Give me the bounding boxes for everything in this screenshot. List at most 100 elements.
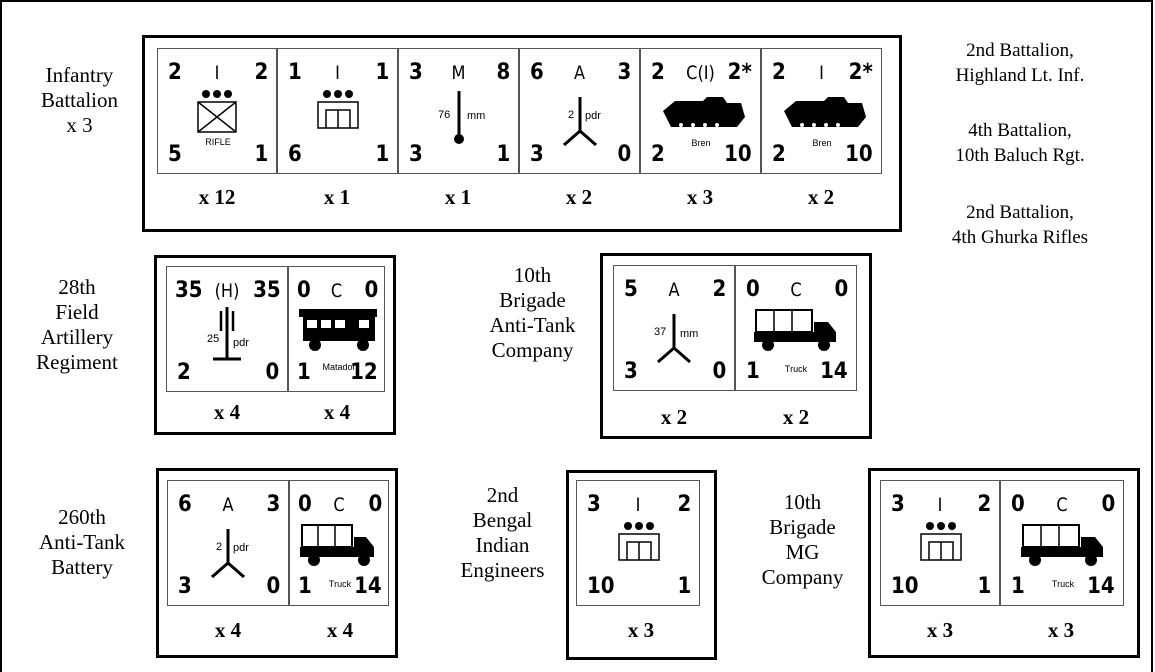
attack-value: 0 xyxy=(297,278,311,303)
bren-infantry-counter: 2 I 2* Bren 2 10 xyxy=(761,48,882,174)
hq-symbol-icon xyxy=(317,90,359,129)
attack-value: 0 xyxy=(298,492,312,517)
bren-carrier-icon xyxy=(784,97,866,127)
matador-counter: 0 C 0 Matador 1 12 xyxy=(288,266,385,392)
caliber-unit: pdr xyxy=(585,110,601,122)
caliber: 2 xyxy=(216,541,223,553)
rifle-counter: 2 I 2 RIFLE 5 1 xyxy=(157,48,277,174)
caliber: 76 xyxy=(438,109,451,121)
unit-caption: Truck xyxy=(1051,579,1075,589)
unit-type: M xyxy=(451,62,466,84)
steps-value: 1 xyxy=(1011,574,1025,599)
unit-type: C xyxy=(1056,494,1068,516)
unit-type: I xyxy=(937,494,943,516)
move-value: 14 xyxy=(354,574,382,599)
antitank-company-label: 10th Brigade Anti-Tank Company xyxy=(489,263,576,362)
engineers-label: 2nd Bengal Indian Engineers xyxy=(460,483,545,582)
truck-count: x 3 xyxy=(1047,618,1075,642)
move-value: 0 xyxy=(617,142,631,167)
truck-counter: 0 C 0 Truck 1 14 xyxy=(289,480,389,606)
matador-truck-icon xyxy=(299,309,377,351)
move-value: 1 xyxy=(496,142,510,167)
unit-caption: Matador xyxy=(322,362,356,372)
unit-caption: Bren xyxy=(812,138,832,148)
defense-value: 2 xyxy=(712,277,726,302)
steps-value: 10 xyxy=(891,574,919,599)
defense-value: 2* xyxy=(727,60,752,85)
attack-value: 6 xyxy=(530,60,544,85)
bren-infantry-count: x 2 xyxy=(807,185,835,209)
defense-value: 2 xyxy=(677,492,691,517)
at37-count: x 2 xyxy=(660,405,688,429)
truck-icon xyxy=(300,524,374,566)
move-value: 1 xyxy=(677,574,691,599)
field-gun-counter: 35 (H) 35 25 pdr 2 0 xyxy=(166,266,288,392)
battalion-label-2: 4th Battalion, 10th Baluch Rgt. xyxy=(955,120,1085,166)
at-gun-counter: 6 A 3 2 pdr 3 0 xyxy=(167,480,289,606)
defense-value: 0 xyxy=(364,278,378,303)
artillery-regiment-label: 28th Field Artillery Regiment xyxy=(36,275,118,374)
rifle-count: x 12 xyxy=(198,185,236,209)
unit-type: C xyxy=(333,494,345,516)
steps-value: 10 xyxy=(587,574,615,599)
unit-type: I xyxy=(214,62,220,84)
steps-value: 2 xyxy=(177,360,191,385)
antitank-battery-label: 260th Anti-Tank Battery xyxy=(38,505,125,579)
mg-counter: 3 I 2 10 1 xyxy=(880,480,1000,606)
defense-value: 3 xyxy=(617,60,631,85)
steps-value: 1 xyxy=(298,574,312,599)
unit-type: A xyxy=(222,494,234,516)
truck-count: x 2 xyxy=(782,405,810,429)
engineer-count: x 3 xyxy=(627,618,655,642)
unit-type: I xyxy=(635,494,641,516)
steps-value: 3 xyxy=(624,359,638,384)
mortar-count: x 1 xyxy=(444,185,472,209)
move-value: 14 xyxy=(1087,574,1115,599)
steps-value: 2 xyxy=(651,142,665,167)
field-gun-icon xyxy=(213,307,241,361)
move-value: 0 xyxy=(266,574,280,599)
attack-value: 2 xyxy=(651,60,665,85)
caliber-unit: mm xyxy=(680,328,699,340)
caliber: 25 xyxy=(207,333,220,345)
unit-type: A xyxy=(668,279,680,301)
defense-value: 1 xyxy=(375,60,389,85)
antitank-gun-icon xyxy=(563,97,597,147)
field-gun-count: x 4 xyxy=(213,400,241,424)
move-value: 12 xyxy=(350,360,378,385)
truck-counter: 0 C 0 Truck 1 14 xyxy=(1000,480,1124,606)
move-value: 0 xyxy=(712,359,726,384)
truck-counter: 0 C 0 Truck 1 14 xyxy=(735,265,857,391)
unit-caption: RIFLE xyxy=(205,137,231,147)
truck-count: x 4 xyxy=(326,618,354,642)
bren-carrier-count: x 3 xyxy=(686,185,714,209)
move-value: 0 xyxy=(265,360,279,385)
attack-value: 0 xyxy=(1011,492,1025,517)
move-value: 1 xyxy=(254,142,268,167)
battalion-label-1: 2nd Battalion, Highland Lt. Inf. xyxy=(955,40,1085,86)
attack-value: 5 xyxy=(624,277,638,302)
steps-value: 2 xyxy=(772,142,786,167)
unit-type: C xyxy=(790,279,802,301)
attack-value: 2 xyxy=(168,60,182,85)
attack-value: 35 xyxy=(175,278,203,303)
attack-value: 2 xyxy=(772,60,786,85)
caliber-unit: mm xyxy=(467,110,486,122)
caliber: 37 xyxy=(654,326,667,338)
unit-type: C(I) xyxy=(686,62,715,84)
infantry-battalion-label: Infantry Battalion x 3 xyxy=(41,63,118,137)
steps-value: 3 xyxy=(178,574,192,599)
bren-carrier-icon xyxy=(663,97,745,127)
attack-value: 3 xyxy=(409,60,423,85)
steps-value: 1 xyxy=(746,359,760,384)
attack-value: 3 xyxy=(587,492,601,517)
steps-value: 5 xyxy=(168,142,182,167)
attack-value: 3 xyxy=(891,492,905,517)
caliber: 2 xyxy=(568,109,575,121)
antitank-gun-count: x 2 xyxy=(565,185,593,209)
antitank-gun-counter: 6 A 3 2 pdr 3 0 xyxy=(519,48,640,174)
battalion-label-3: 2nd Battalion, 4th Ghurka Rifles xyxy=(951,202,1089,248)
steps-value: 3 xyxy=(530,142,544,167)
unit-type: I xyxy=(335,62,340,84)
move-value: 14 xyxy=(820,359,848,384)
